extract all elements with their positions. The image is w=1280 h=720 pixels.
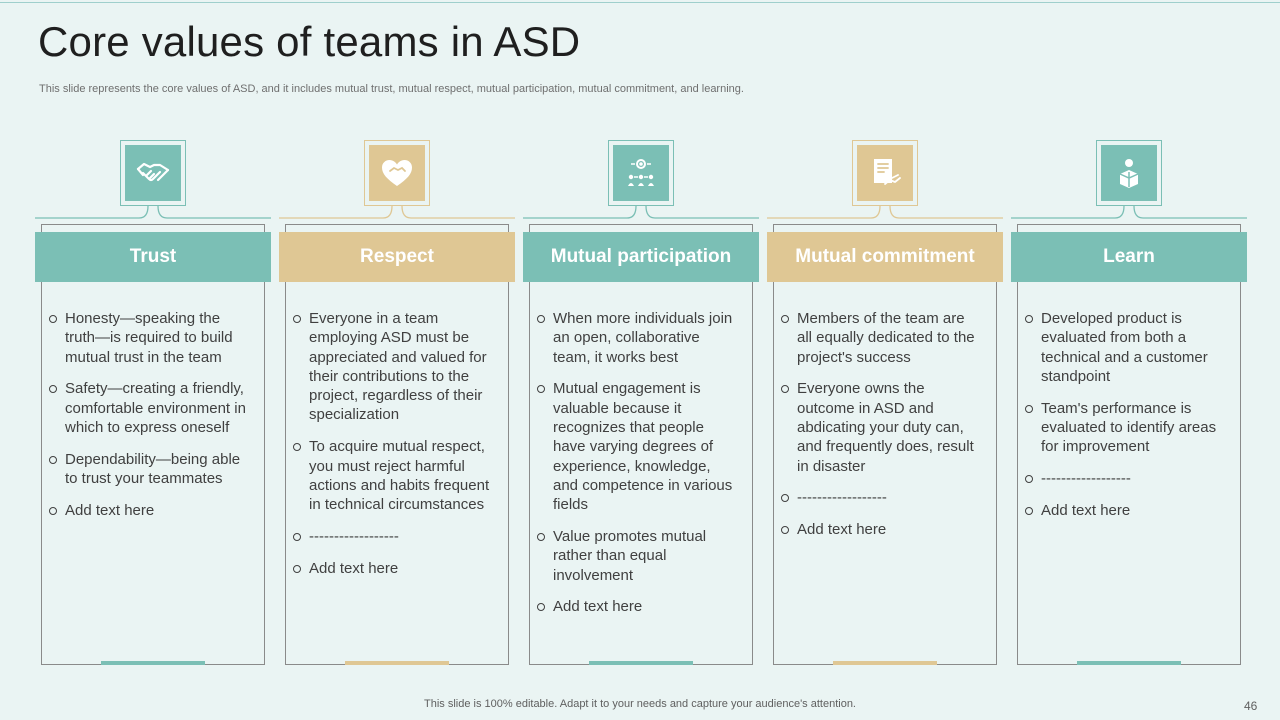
bullet-item: ------------------	[1025, 469, 1225, 488]
bullet-item: Team's performance is evaluated to ident…	[1025, 399, 1225, 457]
bullet-item: Dependability—being able to trust your t…	[49, 450, 249, 489]
bullet-item: Add text here	[781, 520, 981, 539]
bullet-item: Honesty—speaking the truth—is required t…	[49, 309, 249, 367]
value-heading: Learn	[1011, 232, 1247, 282]
bullet-item: Developed product is evaluated from both…	[1025, 309, 1225, 386]
bullet-item: Add text here	[49, 501, 249, 520]
bullet-item: Add text here	[537, 597, 737, 616]
handshake-icon	[125, 145, 181, 201]
card-accent-bar	[101, 661, 205, 665]
card-accent-bar	[345, 661, 449, 665]
bullet-list: When more individuals join an open, coll…	[537, 309, 737, 629]
team-gear-icon	[613, 145, 669, 201]
bullet-item: Add text here	[293, 559, 493, 578]
heart-icon	[369, 145, 425, 201]
icon-frame	[608, 140, 674, 206]
bullet-item: When more individuals join an open, coll…	[537, 309, 737, 367]
icon-frame	[1096, 140, 1162, 206]
connector-line	[35, 206, 271, 219]
slide-footer: This slide is 100% editable. Adapt it to…	[424, 698, 856, 710]
slide-subtitle: This slide represents the core values of…	[39, 83, 744, 95]
bullet-list: Developed product is evaluated from both…	[1025, 309, 1225, 533]
connector-line	[1011, 206, 1247, 219]
card-accent-bar	[833, 661, 937, 665]
value-heading: Mutual commitment	[767, 232, 1003, 282]
connector-line	[279, 206, 515, 219]
value-column-mutual-commitment: Mutual commitment Members of the team ar…	[767, 140, 1003, 668]
contract-handshake-icon	[857, 145, 913, 201]
bullet-list: Everyone in a team employing ASD must be…	[293, 309, 493, 591]
slide-title: Core values of teams in ASD	[38, 18, 581, 65]
bullet-item: Add text here	[1025, 501, 1225, 520]
card-accent-bar	[1077, 661, 1181, 665]
bullet-item: Everyone owns the outcome in ASD and abd…	[781, 379, 981, 475]
bullet-item: Safety—creating a friendly, comfortable …	[49, 379, 249, 437]
bullet-item: Mutual engagement is valuable because it…	[537, 379, 737, 514]
icon-frame	[852, 140, 918, 206]
card-accent-bar	[589, 661, 693, 665]
page-number: 46	[1244, 699, 1258, 713]
value-column-mutual-participation: Mutual participation When more individua…	[523, 140, 759, 668]
value-heading: Respect	[279, 232, 515, 282]
bullet-item: To acquire mutual respect, you must reje…	[293, 437, 493, 514]
value-column-respect: Respect Everyone in a team employing ASD…	[279, 140, 515, 668]
bullet-item: Value promotes mutual rather than equal …	[537, 527, 737, 585]
value-column-trust: Trust Honesty—speaking the truth—is requ…	[35, 140, 271, 668]
connector-line	[767, 206, 1003, 219]
bullet-item: Members of the team are all equally dedi…	[781, 309, 981, 367]
learner-icon	[1101, 145, 1157, 201]
value-heading: Mutual participation	[523, 232, 759, 282]
bullet-item: Everyone in a team employing ASD must be…	[293, 309, 493, 425]
bullet-list: Honesty—speaking the truth—is required t…	[49, 309, 249, 533]
icon-frame	[120, 140, 186, 206]
bullet-item: ------------------	[293, 527, 493, 546]
value-column-learn: Learn Developed product is evaluated fro…	[1011, 140, 1247, 668]
icon-frame	[364, 140, 430, 206]
connector-line	[523, 206, 759, 219]
bullet-item: ------------------	[781, 488, 981, 507]
bullet-list: Members of the team are all equally dedi…	[781, 309, 981, 552]
value-heading: Trust	[35, 232, 271, 282]
top-divider	[0, 2, 1280, 3]
